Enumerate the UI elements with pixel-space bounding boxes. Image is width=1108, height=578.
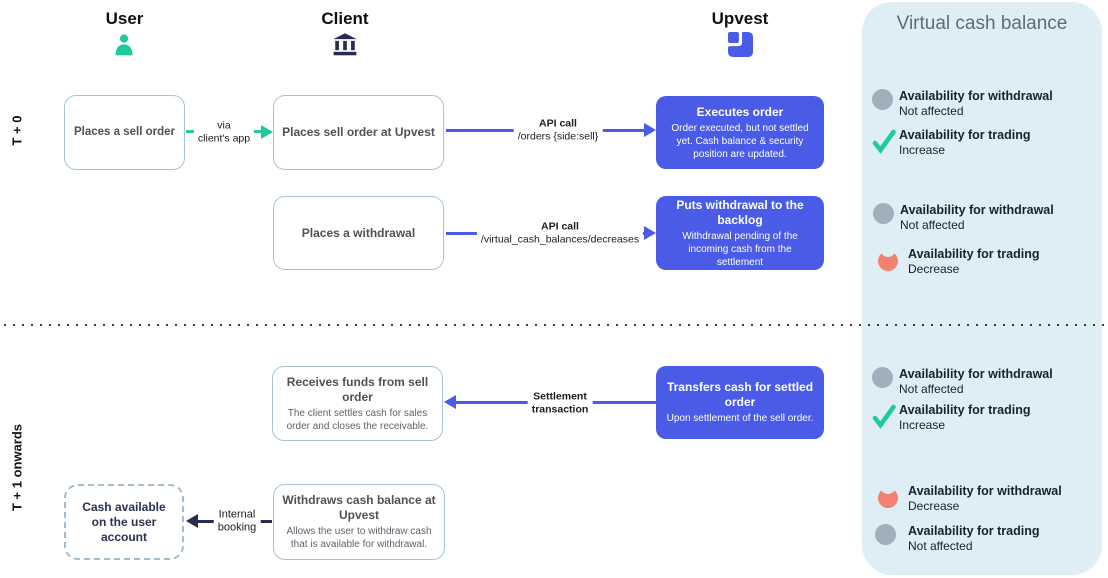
label-line: Internal xyxy=(218,508,256,521)
internal-booking-label: Internal booking xyxy=(213,507,261,535)
client-places-withdrawal-box: Places a withdrawal xyxy=(273,196,444,270)
box-title: Withdraws cash balance at Upvest xyxy=(282,493,436,522)
bank-icon xyxy=(332,32,358,58)
user-cash-available-box: Cash available on the user account xyxy=(64,484,184,560)
row-label-t0: T + 0 xyxy=(9,115,25,146)
api-orders-label: API call /orders {side:sell} xyxy=(513,116,603,144)
box-body: Upon settlement of the sell order. xyxy=(666,413,814,424)
client-column-header: Client xyxy=(321,9,369,28)
client-withdraws-cash-box: Withdraws cash balance at Upvest Allows … xyxy=(273,484,445,560)
label-line: API call xyxy=(541,220,579,233)
availability-status: Increase xyxy=(899,143,946,157)
availability-status: Not affected xyxy=(908,539,973,553)
virtual-cash-balance-panel: Virtual cash balance Availability for wi… xyxy=(862,2,1102,575)
availability-status: Increase xyxy=(899,418,946,432)
availability-title: Availability for trading xyxy=(908,524,1040,538)
client-places-sell-order-box: Places sell order at Upvest xyxy=(273,95,444,170)
person-icon xyxy=(111,32,137,58)
box-body: The client settles cash for sales order … xyxy=(286,407,429,432)
availability-item: Availability for trading Not affected xyxy=(875,524,1040,553)
upvest-transfers-cash-box: Transfers cash for settled order Upon se… xyxy=(656,366,824,439)
availability-item: Availability for withdrawal Not affected xyxy=(872,89,1053,118)
availability-title: Availability for trading xyxy=(899,403,1031,417)
gray-circle-icon xyxy=(872,367,899,388)
gray-circle-icon xyxy=(875,524,908,545)
internal-booking-arrowhead xyxy=(186,514,198,528)
availability-status: Decrease xyxy=(908,499,960,513)
upvest-logo-icon xyxy=(728,32,753,57)
coral-decrease-icon xyxy=(875,484,908,508)
api-vcb-label: API call /virtual_cash_balances/decrease… xyxy=(476,219,644,247)
availability-title: Availability for trading xyxy=(908,247,1040,261)
timeline-divider xyxy=(4,324,1104,326)
green-check-icon xyxy=(872,403,899,429)
api-vcb-arrowhead xyxy=(644,226,656,240)
label-line: Settlement xyxy=(533,390,587,403)
availability-item: Availability for trading Increase xyxy=(872,403,1031,432)
availability-title: Availability for withdrawal xyxy=(900,203,1054,217)
label-line: via xyxy=(217,119,231,132)
settlement-label: Settlement transaction xyxy=(527,389,593,417)
green-check-icon xyxy=(872,128,899,154)
api-orders-arrowhead xyxy=(644,123,656,137)
label-line: booking xyxy=(217,521,257,533)
availability-status: Not affected xyxy=(900,218,965,232)
panel-title: Virtual cash balance xyxy=(896,13,1068,34)
box-title: Places a withdrawal xyxy=(301,225,416,240)
box-body: Order executed, but not settled yet. Cas… xyxy=(671,122,809,160)
box-title: Transfers cash for settled order xyxy=(666,380,814,409)
availability-item: Availability for withdrawal Not affected xyxy=(872,367,1053,396)
box-title: Places sell order at Upvest xyxy=(282,125,435,139)
label-line: client's app xyxy=(197,132,251,144)
availability-status: Not affected xyxy=(899,382,964,396)
box-body: Allows the user to withdraw cash that is… xyxy=(286,526,432,550)
label-line: /orders {side:sell} xyxy=(517,130,599,142)
availability-item: Availability for withdrawal Decrease xyxy=(875,484,1062,513)
via-app-label: via client's app xyxy=(193,118,255,146)
availability-status: Decrease xyxy=(908,262,960,276)
label-line: transaction xyxy=(531,403,589,415)
availability-title: Availability for withdrawal xyxy=(908,484,1062,498)
client-receives-funds-box: Receives funds from sell order The clien… xyxy=(272,366,443,441)
availability-item: Availability for withdrawal Not affected xyxy=(873,203,1054,232)
availability-title: Availability for trading xyxy=(899,128,1031,142)
user-column-header: User xyxy=(105,9,144,28)
user-places-sell-order-box: Places a sell order xyxy=(64,95,185,170)
settlement-arrowhead xyxy=(444,395,456,409)
gray-circle-icon xyxy=(872,89,899,110)
gray-circle-icon xyxy=(873,203,900,224)
box-title: Executes order xyxy=(696,104,784,119)
box-body: Withdrawal pending of the incoming cash … xyxy=(682,230,798,268)
box-title: Cash available on the user account xyxy=(82,499,166,544)
upvest-withdrawal-backlog-box: Puts withdrawal to the backlog Withdrawa… xyxy=(656,196,824,270)
via-app-arrowhead xyxy=(261,124,273,139)
row-label-t1-onwards: T + 1 onwards xyxy=(9,423,25,512)
coral-decrease-icon xyxy=(875,247,908,271)
upvest-executes-order-box: Executes order Order executed, but not s… xyxy=(656,96,824,169)
availability-item: Availability for trading Decrease xyxy=(875,247,1040,276)
label-line: /virtual_cash_balances/decreases xyxy=(480,233,640,245)
box-title: Puts withdrawal to the backlog xyxy=(676,197,804,227)
upvest-column-header: Upvest xyxy=(711,9,769,28)
availability-item: Availability for trading Increase xyxy=(872,128,1031,157)
availability-title: Availability for withdrawal xyxy=(899,367,1053,381)
availability-status: Not affected xyxy=(899,104,964,118)
box-title: Places a sell order xyxy=(73,126,175,139)
label-line: API call xyxy=(539,117,577,130)
availability-title: Availability for withdrawal xyxy=(899,89,1053,103)
box-title: Receives funds from sell order xyxy=(286,374,429,404)
